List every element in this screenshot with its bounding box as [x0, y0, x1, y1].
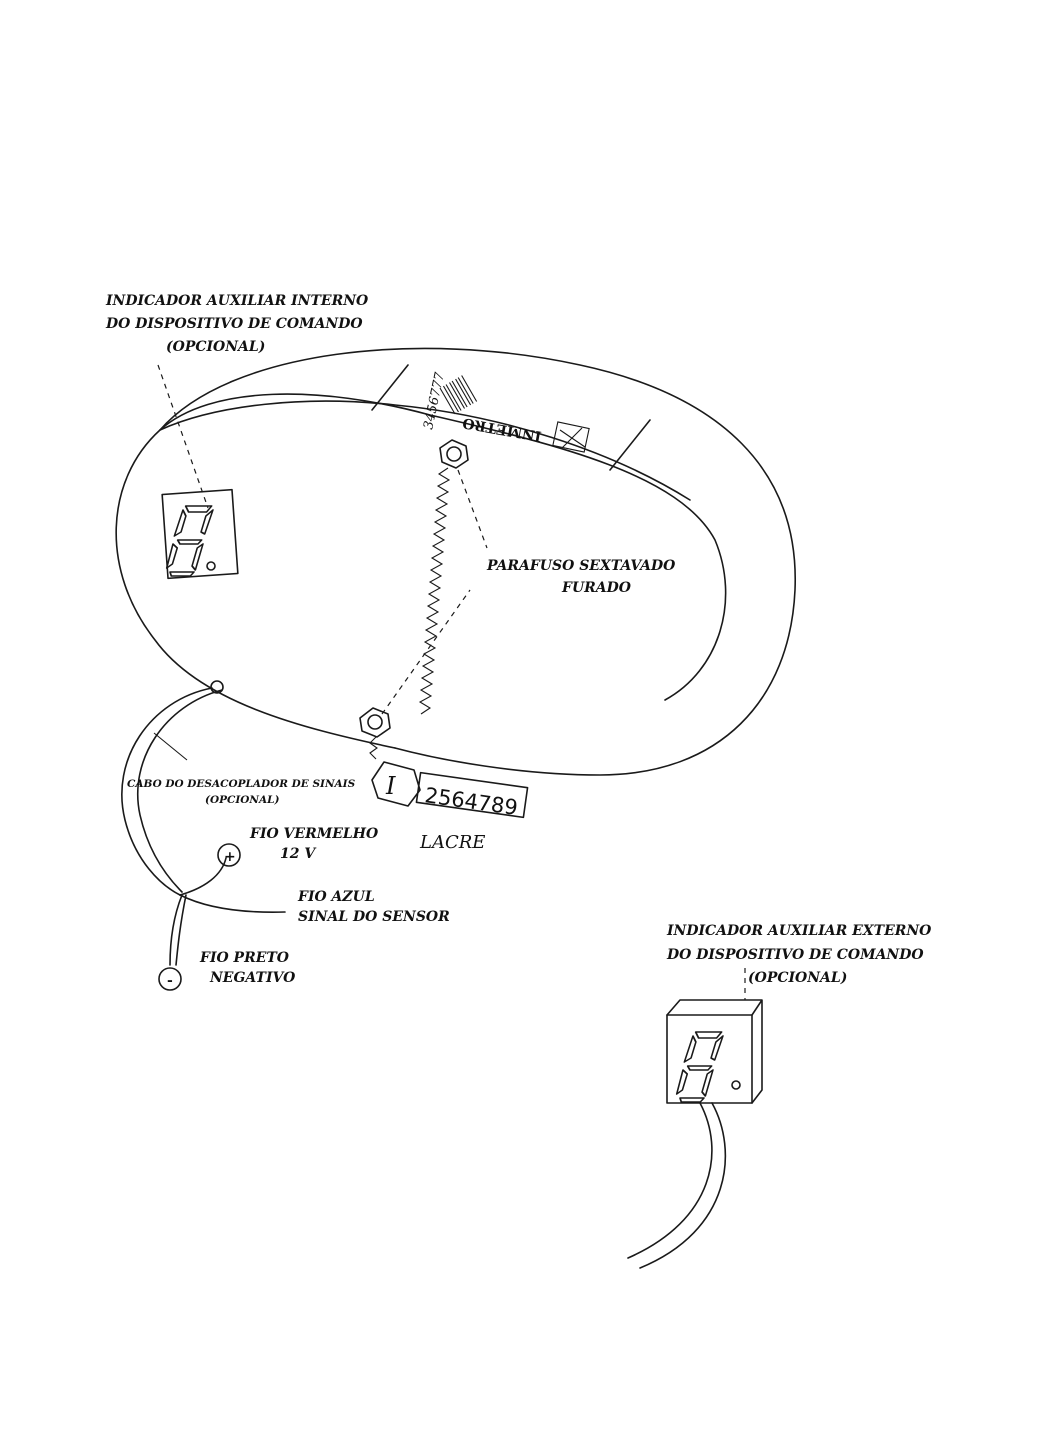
top-bolt [439, 439, 469, 469]
seal-number: 2564789 [423, 783, 519, 820]
red-wire-label: FIO VERMELHO 12 V [249, 826, 383, 862]
cable-label: CABO DO DESACOPLADOR DE SINAIS (OPCIONAL… [127, 778, 359, 806]
seal-label: LACRE [419, 832, 485, 853]
external-indicator [627, 999, 763, 1269]
band-divider-left [371, 364, 409, 411]
leader-internal-indicator [157, 364, 209, 509]
blue-wire [179, 894, 286, 913]
blue-wire-label: FIO AZUL SINAL DO SENSOR [297, 889, 450, 925]
seal-wire-lower [369, 736, 378, 760]
seven-segment-icon [675, 1031, 724, 1103]
label-band: 3456777 INMETRO [371, 364, 651, 471]
bolt-label: PARAFUSO SEXTAVADO FURADO [486, 558, 680, 596]
leader-bolt-bottom [381, 589, 471, 715]
housing-band-edge [159, 400, 691, 501]
red-wire: + [179, 843, 241, 896]
black-wire: - [158, 894, 187, 991]
seal-wire [418, 467, 451, 715]
positive-terminal-icon [217, 843, 241, 867]
brand-text: INMETRO [461, 414, 542, 444]
housing-back-rim [159, 347, 796, 776]
external-indicator-label: INDICADOR AUXILIAR EXTERNO DO DISPOSITIV… [666, 923, 936, 986]
internal-indicator-label: INDICADOR AUXILIAR INTERNO DO DISPOSITIV… [105, 293, 373, 355]
negative-terminal-icon [158, 967, 182, 991]
leader-bolt-top [457, 469, 488, 549]
positive-terminal-label: + [224, 849, 236, 865]
signal-cable [121, 680, 224, 896]
seal-tag: I 2564789 [371, 761, 529, 820]
seal-letter: I [385, 772, 396, 800]
barcode [439, 375, 478, 415]
seven-segment-icon [165, 505, 214, 577]
band-divider-right [609, 419, 651, 471]
housing-front-face [115, 393, 727, 749]
device-housing [115, 347, 796, 776]
internal-indicator [161, 488, 239, 580]
external-cable [627, 1102, 713, 1259]
negative-terminal-label: - [167, 973, 173, 989]
black-wire-label: FIO PRETO NEGATIVO [199, 950, 296, 986]
bottom-bolt [359, 707, 391, 738]
serial-number-text: 3456777 [421, 370, 448, 430]
brand-logo-icon [552, 421, 590, 453]
